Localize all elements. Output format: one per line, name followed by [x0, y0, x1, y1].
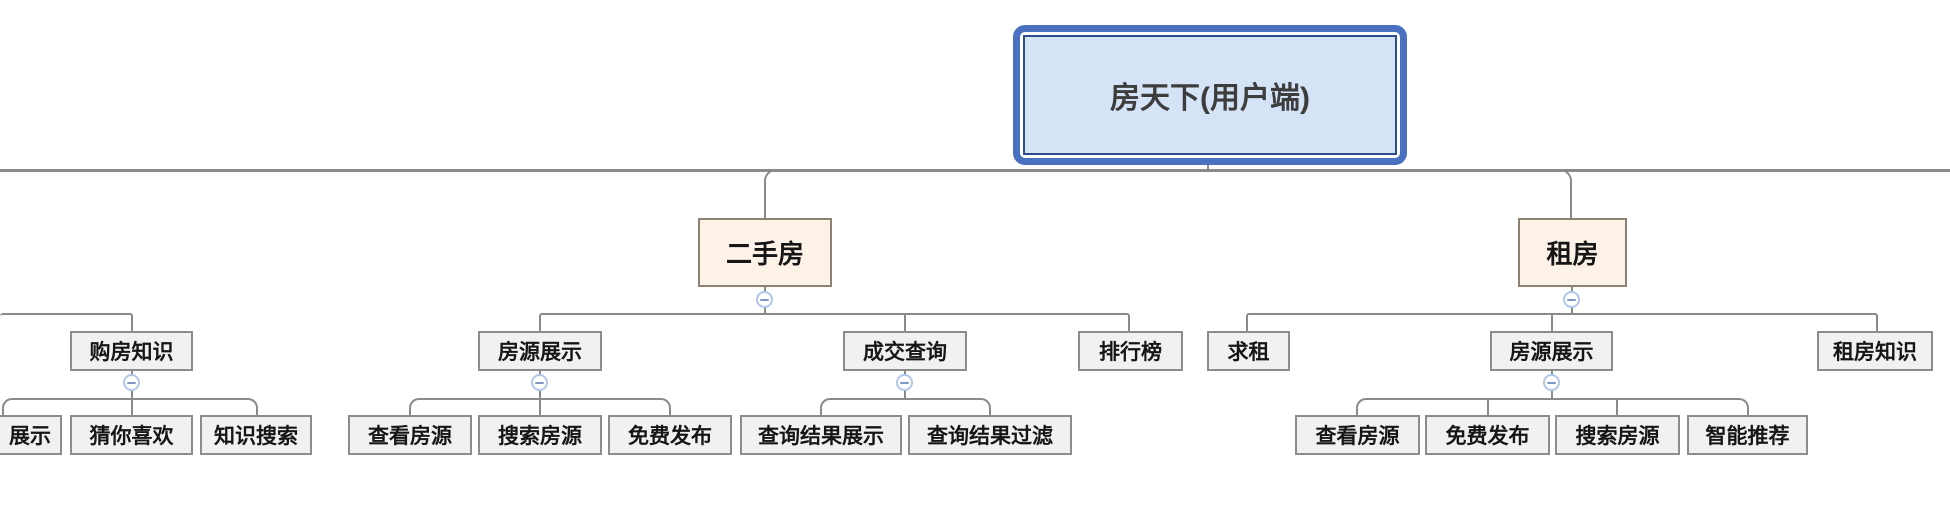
minus-icon: [900, 381, 909, 384]
connector-stub-search-listing: [539, 398, 541, 415]
node-second-hand-house[interactable]: 二手房: [698, 218, 832, 287]
collapse-button-secondhand[interactable]: [756, 291, 773, 308]
connector-fan-rent: [1246, 313, 1878, 331]
connector-stub-guess-you-like: [131, 398, 133, 415]
node-rent-house[interactable]: 租房: [1518, 218, 1627, 287]
node-free-publish-rent[interactable]: 免费发布: [1425, 415, 1550, 455]
node-ranking-list[interactable]: 排行榜: [1078, 331, 1183, 371]
node-seek-rent[interactable]: 求租: [1207, 331, 1290, 371]
node-view-listing-secondhand[interactable]: 查看房源: [348, 415, 472, 455]
node-query-result-filter[interactable]: 查询结果过滤: [908, 415, 1072, 455]
node-purchase-knowledge[interactable]: 购房知识: [70, 331, 193, 371]
collapse-button-deal-query[interactable]: [896, 374, 913, 391]
node-display-clipped[interactable]: 展示: [0, 415, 62, 455]
node-deal-query[interactable]: 成交查询: [843, 331, 967, 371]
node-guess-you-like[interactable]: 猜你喜欢: [70, 415, 193, 455]
node-free-publish-secondhand[interactable]: 免费发布: [608, 415, 732, 455]
connector-root-stub: [1207, 160, 1209, 170]
collapse-button-listing-display-secondhand[interactable]: [531, 374, 548, 391]
node-view-listing-rent[interactable]: 查看房源: [1295, 415, 1420, 455]
connector-fan-offscreen-left: [0, 313, 133, 331]
collapse-button-listing-display-rent[interactable]: [1543, 374, 1560, 391]
connector-root-spine: [0, 169, 1950, 172]
collapse-button-purchase-knowledge[interactable]: [123, 374, 140, 391]
node-rent-knowledge[interactable]: 租房知识: [1817, 331, 1933, 371]
node-search-listing-rent[interactable]: 搜索房源: [1555, 415, 1680, 455]
connector-fan-deal-query: [820, 398, 991, 415]
connector-fan-listing-display-rent: [1356, 398, 1749, 415]
node-smart-recommend[interactable]: 智能推荐: [1687, 415, 1808, 455]
minus-icon: [127, 381, 136, 384]
node-listing-display-secondhand[interactable]: 房源展示: [478, 331, 602, 371]
minus-icon: [1567, 298, 1576, 301]
connector-stub-deal-query: [904, 313, 906, 331]
node-query-result-display[interactable]: 查询结果展示: [740, 415, 902, 455]
connector-fan-secondhand: [539, 313, 1130, 331]
node-root[interactable]: 房天下(用户端): [1013, 25, 1407, 165]
connector-stub-free-publish-rent: [1487, 398, 1489, 415]
connector-elbow-rent: [1556, 169, 1572, 218]
node-knowledge-search[interactable]: 知识搜索: [200, 415, 312, 455]
collapse-button-rent[interactable]: [1563, 291, 1580, 308]
connector-elbow-secondhand: [764, 169, 780, 218]
node-listing-display-rent[interactable]: 房源展示: [1490, 331, 1613, 371]
connector-stub-rent-listing: [1551, 313, 1553, 331]
connector-fan-purchase-knowledge: [2, 398, 258, 415]
minus-icon: [1547, 381, 1556, 384]
node-search-listing-secondhand[interactable]: 搜索房源: [478, 415, 602, 455]
connector-stub-search-listing-rent: [1616, 398, 1618, 415]
minus-icon: [535, 381, 544, 384]
node-root-label: 房天下(用户端): [1023, 35, 1397, 155]
minus-icon: [760, 298, 769, 301]
